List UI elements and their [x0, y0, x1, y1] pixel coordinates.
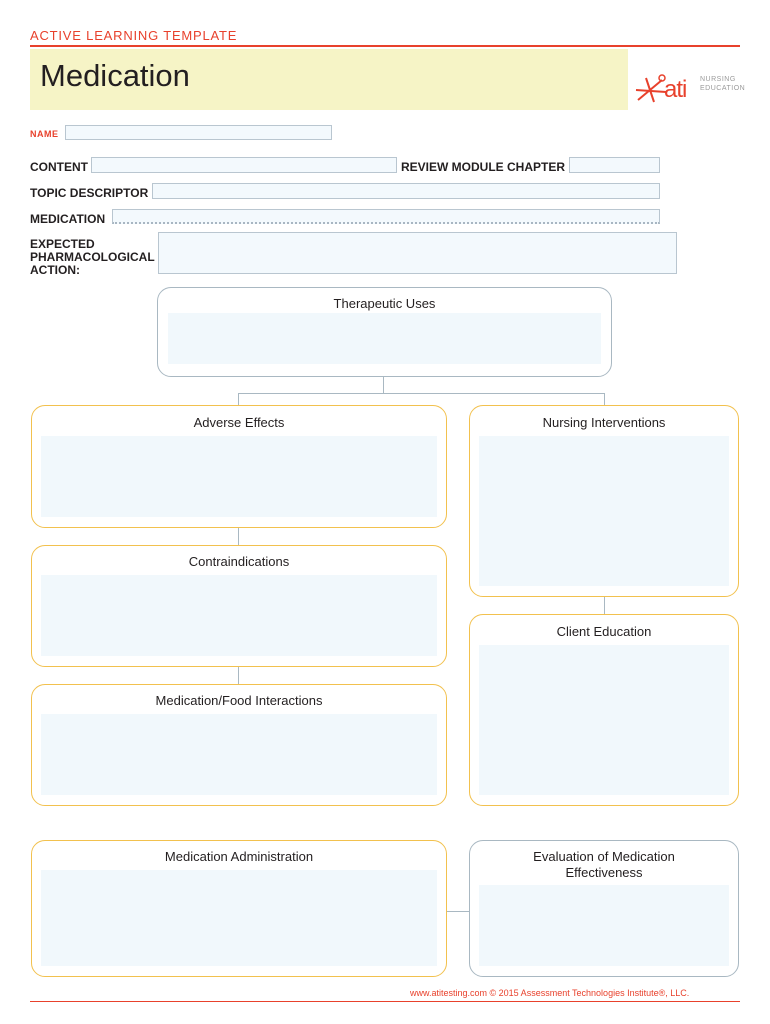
header-rule: [30, 45, 740, 47]
adverse-effects-title: Adverse Effects: [193, 415, 285, 430]
nursing-interventions-field[interactable]: [479, 436, 729, 586]
logo-nursing: NURSING: [700, 76, 736, 83]
evaluation-title-line1: Evaluation of Medication: [533, 849, 675, 864]
contraindications-box: Contraindications: [31, 545, 447, 667]
content-label: CONTENT: [30, 160, 88, 174]
evaluation-field[interactable]: [479, 885, 729, 966]
med-food-interactions-field[interactable]: [41, 714, 437, 795]
med-administration-field[interactable]: [41, 870, 437, 966]
connector-line: [238, 393, 605, 394]
expected-action-line1: EXPECTED: [30, 237, 95, 251]
contraindications-field[interactable]: [41, 575, 437, 656]
medication-label: MEDICATION: [30, 212, 106, 226]
adverse-effects-field[interactable]: [41, 436, 437, 517]
med-food-interactions-title: Medication/Food Interactions: [155, 693, 323, 708]
name-label: NAME: [30, 129, 59, 139]
connector-line: [238, 393, 239, 405]
expected-action-line3: ACTION:: [30, 263, 80, 277]
connector-line: [604, 597, 605, 614]
logo-education: EDUCATION: [700, 85, 746, 92]
evaluation-box: Evaluation of Medication Effectiveness: [469, 840, 739, 977]
connector-line: [238, 528, 239, 545]
template-label: ACTIVE LEARNING TEMPLATE: [30, 28, 238, 43]
ati-logo: ati NURSING EDUCATION: [632, 70, 746, 112]
client-education-title: Client Education: [556, 624, 652, 639]
connector-line: [604, 393, 605, 405]
client-education-field[interactable]: [479, 645, 729, 795]
therapeutic-uses-field[interactable]: [168, 313, 601, 364]
review-module-label: REVIEW MODULE CHAPTER: [401, 160, 566, 174]
topic-descriptor-label: TOPIC DESCRIPTOR: [30, 186, 149, 200]
expected-action-field[interactable]: [158, 232, 677, 274]
evaluation-title: Evaluation of Medication Effectiveness: [470, 849, 738, 881]
nursing-interventions-title: Nursing Interventions: [542, 415, 666, 430]
ati-logo-icon: [635, 74, 667, 103]
topic-descriptor-field[interactable]: [152, 183, 660, 199]
contraindications-title: Contraindications: [188, 554, 290, 569]
content-field[interactable]: [91, 157, 397, 173]
med-administration-box: Medication Administration: [31, 840, 447, 977]
logo-wordmark: ati: [664, 76, 687, 103]
title-band: [30, 49, 628, 110]
med-food-interactions-box: Medication/Food Interactions: [31, 684, 447, 806]
evaluation-title-line2: Effectiveness: [565, 865, 643, 880]
footer-text: www.atitesting.com © 2015 Assessment Tec…: [410, 988, 690, 998]
connector-line: [447, 911, 470, 912]
expected-action-label: EXPECTED PHARMACOLOGICAL ACTION:: [30, 238, 155, 277]
medication-field[interactable]: [112, 209, 660, 224]
footer-rule: [30, 1001, 740, 1002]
review-module-field[interactable]: [569, 157, 660, 173]
expected-action-line2: PHARMACOLOGICAL: [30, 250, 155, 264]
client-education-box: Client Education: [469, 614, 739, 806]
therapeutic-uses-title: Therapeutic Uses: [333, 296, 436, 311]
name-field[interactable]: [65, 125, 332, 140]
page-title: Medication: [40, 58, 190, 93]
med-administration-title: Medication Administration: [164, 849, 314, 864]
connector-line: [238, 667, 239, 684]
connector-line: [383, 377, 384, 393]
therapeutic-uses-box: Therapeutic Uses: [157, 287, 612, 377]
nursing-interventions-box: Nursing Interventions: [469, 405, 739, 597]
adverse-effects-box: Adverse Effects: [31, 405, 447, 528]
